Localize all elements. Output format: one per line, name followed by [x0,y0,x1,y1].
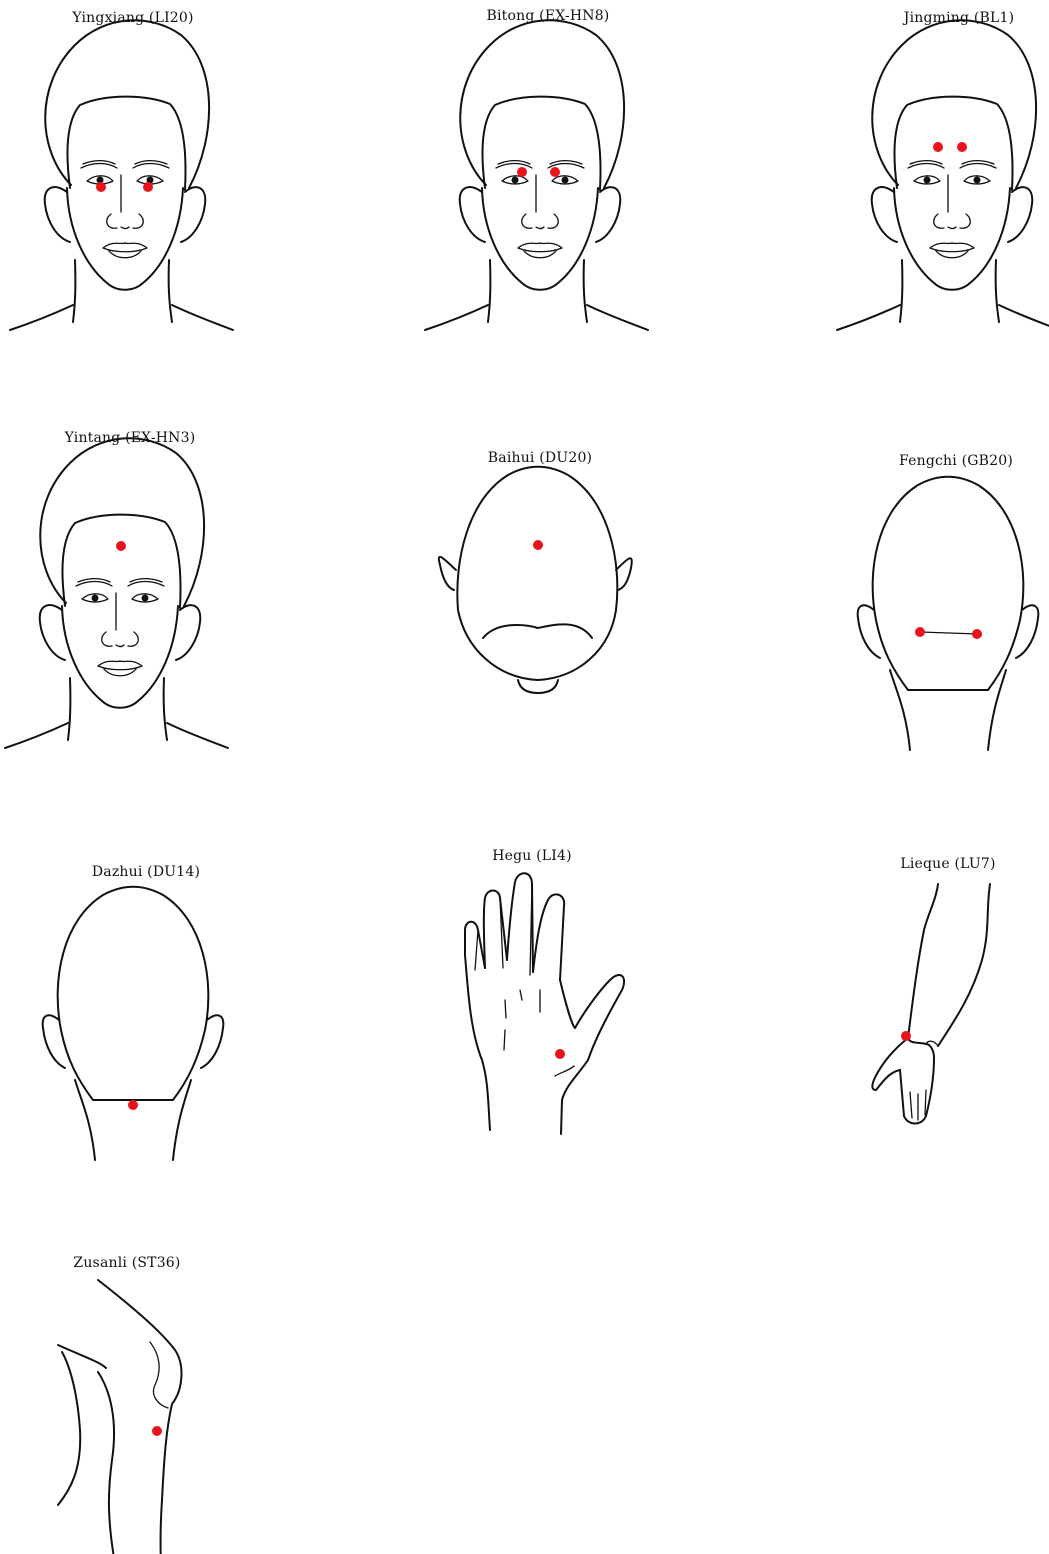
point-yingxiang-right [143,182,153,192]
point-jingming-left [933,142,943,152]
point-fengchi-right [972,629,982,639]
point-yintang [116,541,126,551]
forearm-icon [872,884,990,1124]
point-dazhui [128,1100,138,1110]
face-icon [10,20,233,330]
face-icon [425,20,648,330]
leg-icon [58,1280,181,1554]
point-bitong-left [517,167,527,177]
head-back-icon [43,887,224,1160]
hand-icon [465,873,624,1134]
point-jingming-right [957,142,967,152]
point-fengchi-left [915,627,925,637]
head-back-icon [858,477,1039,750]
acupoint-markers [96,142,982,1436]
point-baihui [533,540,543,550]
point-lieque [901,1031,911,1041]
point-bitong-right [550,167,560,177]
point-zusanli [152,1426,162,1436]
face-icon [5,438,228,748]
head-top-icon [439,467,632,693]
point-yingxiang-left [96,182,106,192]
face-icon [837,20,1049,330]
point-hegu [555,1049,565,1059]
